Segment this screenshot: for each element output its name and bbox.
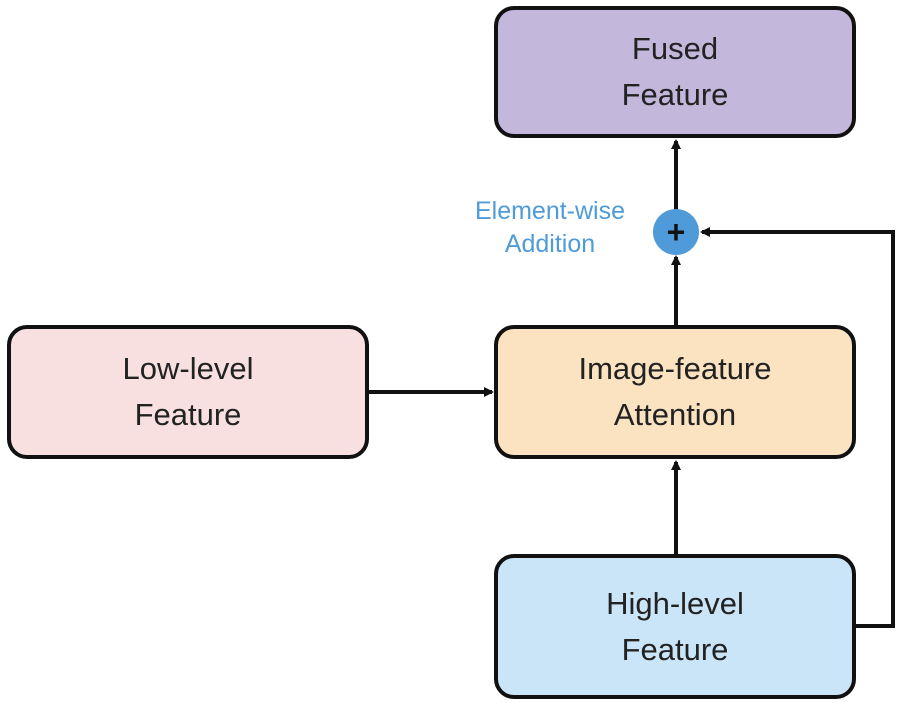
- image-feature-attention-node: Image-feature Attention: [494, 325, 856, 459]
- high-level-line-2: Feature: [621, 631, 729, 667]
- high-level-line-1: High-level: [606, 585, 744, 621]
- addition-operator-circle: [653, 209, 699, 255]
- low-level-line-1: Low-level: [122, 351, 254, 386]
- arrow-high-skip-to-addition: [700, 227, 895, 628]
- addition-label-line-1: Element-wise: [474, 197, 626, 225]
- addition-symbol: +: [667, 214, 686, 250]
- fused-feature-node: Fused Feature: [494, 6, 856, 138]
- addition-label-line-2: Addition: [504, 230, 596, 258]
- low-level-line-2: Feature: [134, 397, 242, 432]
- addition-label: Element-wise Addition: [442, 195, 658, 261]
- fused-feature-line-2: Feature: [621, 77, 729, 112]
- attention-line-1: Image-feature: [578, 351, 772, 386]
- high-level-feature-node: High-level Feature: [494, 554, 856, 699]
- low-level-feature-node: Low-level Feature: [7, 325, 369, 459]
- attention-line-2: Attention: [613, 397, 737, 432]
- fused-feature-line-1: Fused: [631, 31, 719, 66]
